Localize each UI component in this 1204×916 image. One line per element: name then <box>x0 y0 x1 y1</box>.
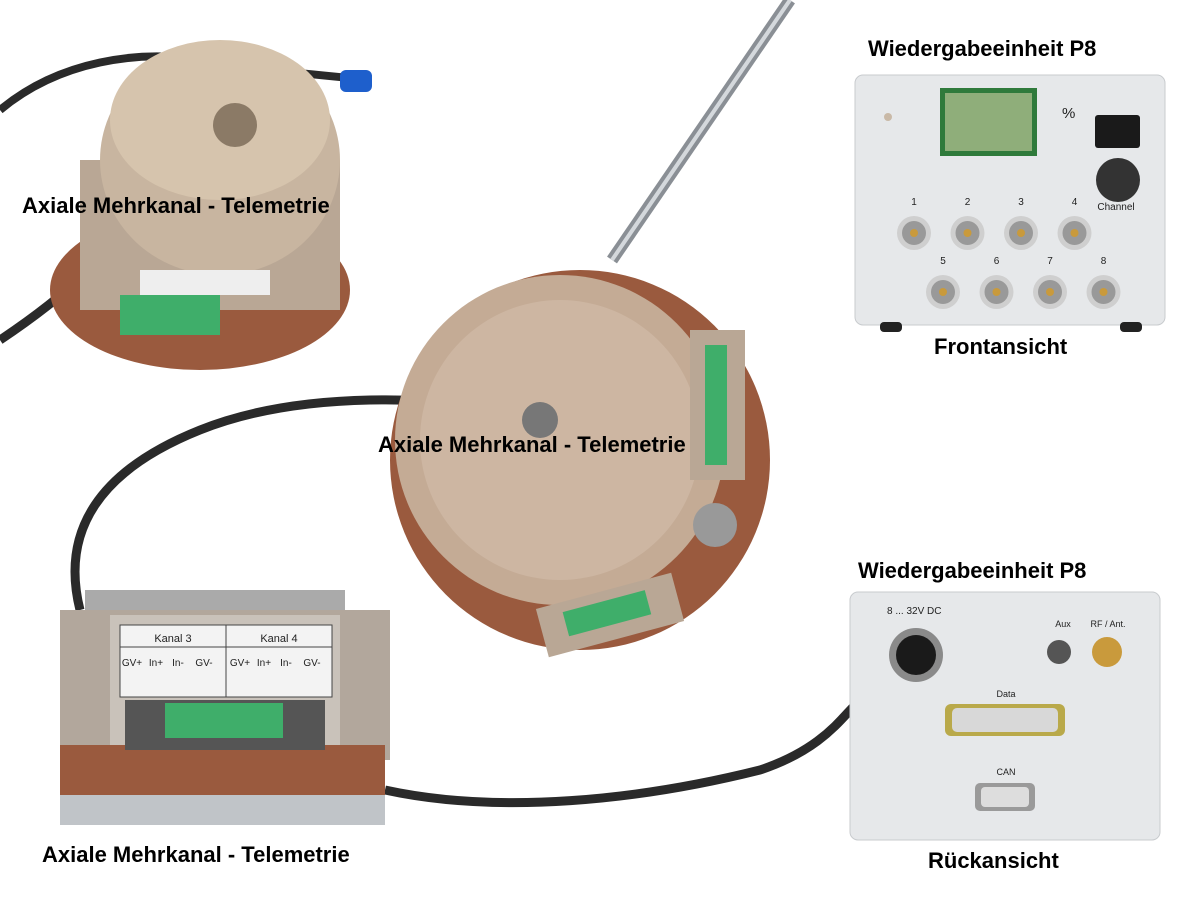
pin-label: In+ <box>257 658 271 669</box>
pin-label: In+ <box>149 658 163 669</box>
cable-rear <box>384 701 859 808</box>
bnc-connector <box>963 229 972 237</box>
unit-label: % <box>1062 105 1075 122</box>
channel-number: 1 <box>911 197 917 208</box>
channel-number: 7 <box>1047 256 1053 267</box>
pin-label: GV+ <box>230 658 250 669</box>
telemetry-device-top <box>50 40 372 370</box>
telemetry-label-top: Axiale Mehrkanal - Telemetrie <box>22 193 330 218</box>
channel-number: 6 <box>994 256 1000 267</box>
rf-label: RF / Ant. <box>1090 619 1125 629</box>
power-label: 8 ... 32V DC <box>887 606 941 617</box>
rear-caption: Rückansicht <box>928 848 1059 873</box>
aux-label: Aux <box>1055 619 1071 629</box>
bnc-connector <box>910 229 918 237</box>
bnc-connector <box>1017 229 1025 237</box>
channel-number: 4 <box>1072 197 1078 208</box>
rear-title: Wiedergabeeinheit P8 <box>858 558 1087 583</box>
bnc-connector <box>939 288 947 296</box>
front-title: Wiedergabeeinheit P8 <box>868 36 1097 61</box>
telemetry-device-center <box>390 270 770 658</box>
kanal-a-label: Kanal 3 <box>154 633 191 645</box>
bnc-connector <box>992 288 1001 296</box>
channel-knob-label: Channel <box>1097 202 1134 213</box>
display-unit-front: % Channel 1 2 3 4 5 6 7 8 <box>854 74 1166 326</box>
display-unit-rear: 8 ... 32V DC Aux RF / Ant. Data CAN <box>849 591 1161 841</box>
data-label: Data <box>996 689 1015 699</box>
pin-label: GV- <box>303 658 320 669</box>
channel-knob[interactable] <box>1096 158 1140 202</box>
pin-label: In- <box>172 658 184 669</box>
channel-number: 3 <box>1018 197 1024 208</box>
telemetry-label-bottom: Axiale Mehrkanal - Telemetrie <box>42 842 350 867</box>
kanal-b-label: Kanal 4 <box>260 633 297 645</box>
telemetry-label-center: Axiale Mehrkanal - Telemetrie <box>378 432 686 457</box>
channel-number: 5 <box>940 256 946 267</box>
front-caption: Frontansicht <box>934 334 1068 359</box>
telemetry-device-bottom: Kanal 3 Kanal 4 GV+ In+ In- GV- GV+ In+ In- GV- <box>60 590 390 825</box>
channel-number: 8 <box>1101 256 1107 267</box>
bnc-connector <box>1046 288 1054 296</box>
pin-label: GV+ <box>122 658 142 669</box>
bnc-connector <box>1099 288 1108 296</box>
bnc-connector <box>1070 229 1079 237</box>
channel-number: 2 <box>965 197 971 208</box>
pin-label: In- <box>280 658 292 669</box>
pin-label: GV- <box>195 658 212 669</box>
can-label: CAN <box>996 767 1015 777</box>
